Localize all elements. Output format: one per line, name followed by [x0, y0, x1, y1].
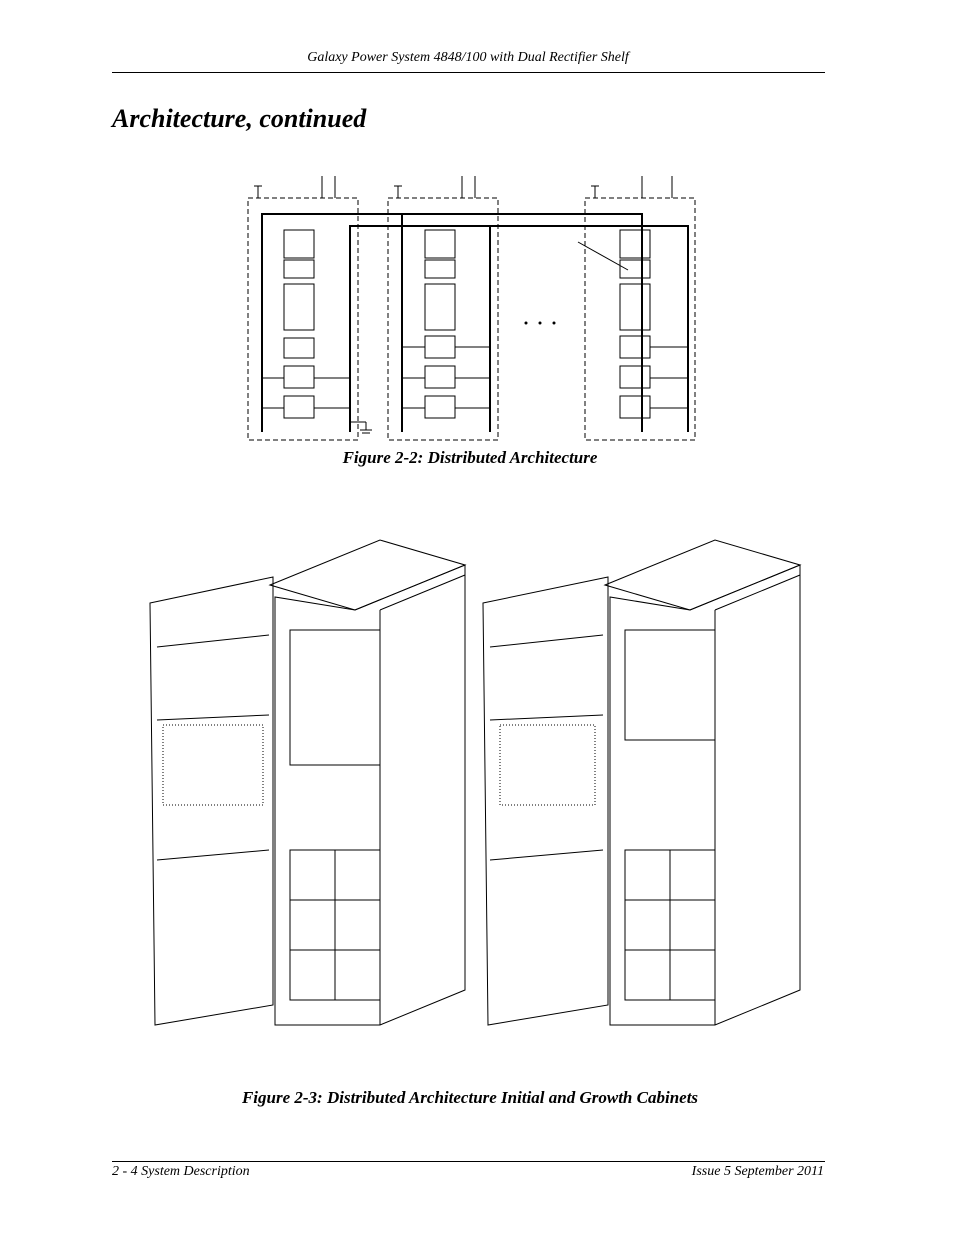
section-title: Architecture, continued	[112, 104, 367, 133]
figure-caption: Figure 2-3: Distributed Architecture Ini…	[241, 1088, 699, 1107]
cabinet-line-drawings	[149, 539, 802, 1026]
running-header: Galaxy Power System 4848/100 with Dual R…	[307, 50, 629, 65]
footer-right: Issue 5 September 2011	[691, 1164, 824, 1179]
distributed-architecture-schematic	[247, 176, 696, 441]
footer-left: 2 - 4 System Description	[112, 1164, 250, 1179]
figure-caption: Figure 2-2: Distributed Architecture	[342, 448, 598, 467]
footer-rule	[112, 1161, 825, 1162]
header-rule	[112, 72, 825, 73]
